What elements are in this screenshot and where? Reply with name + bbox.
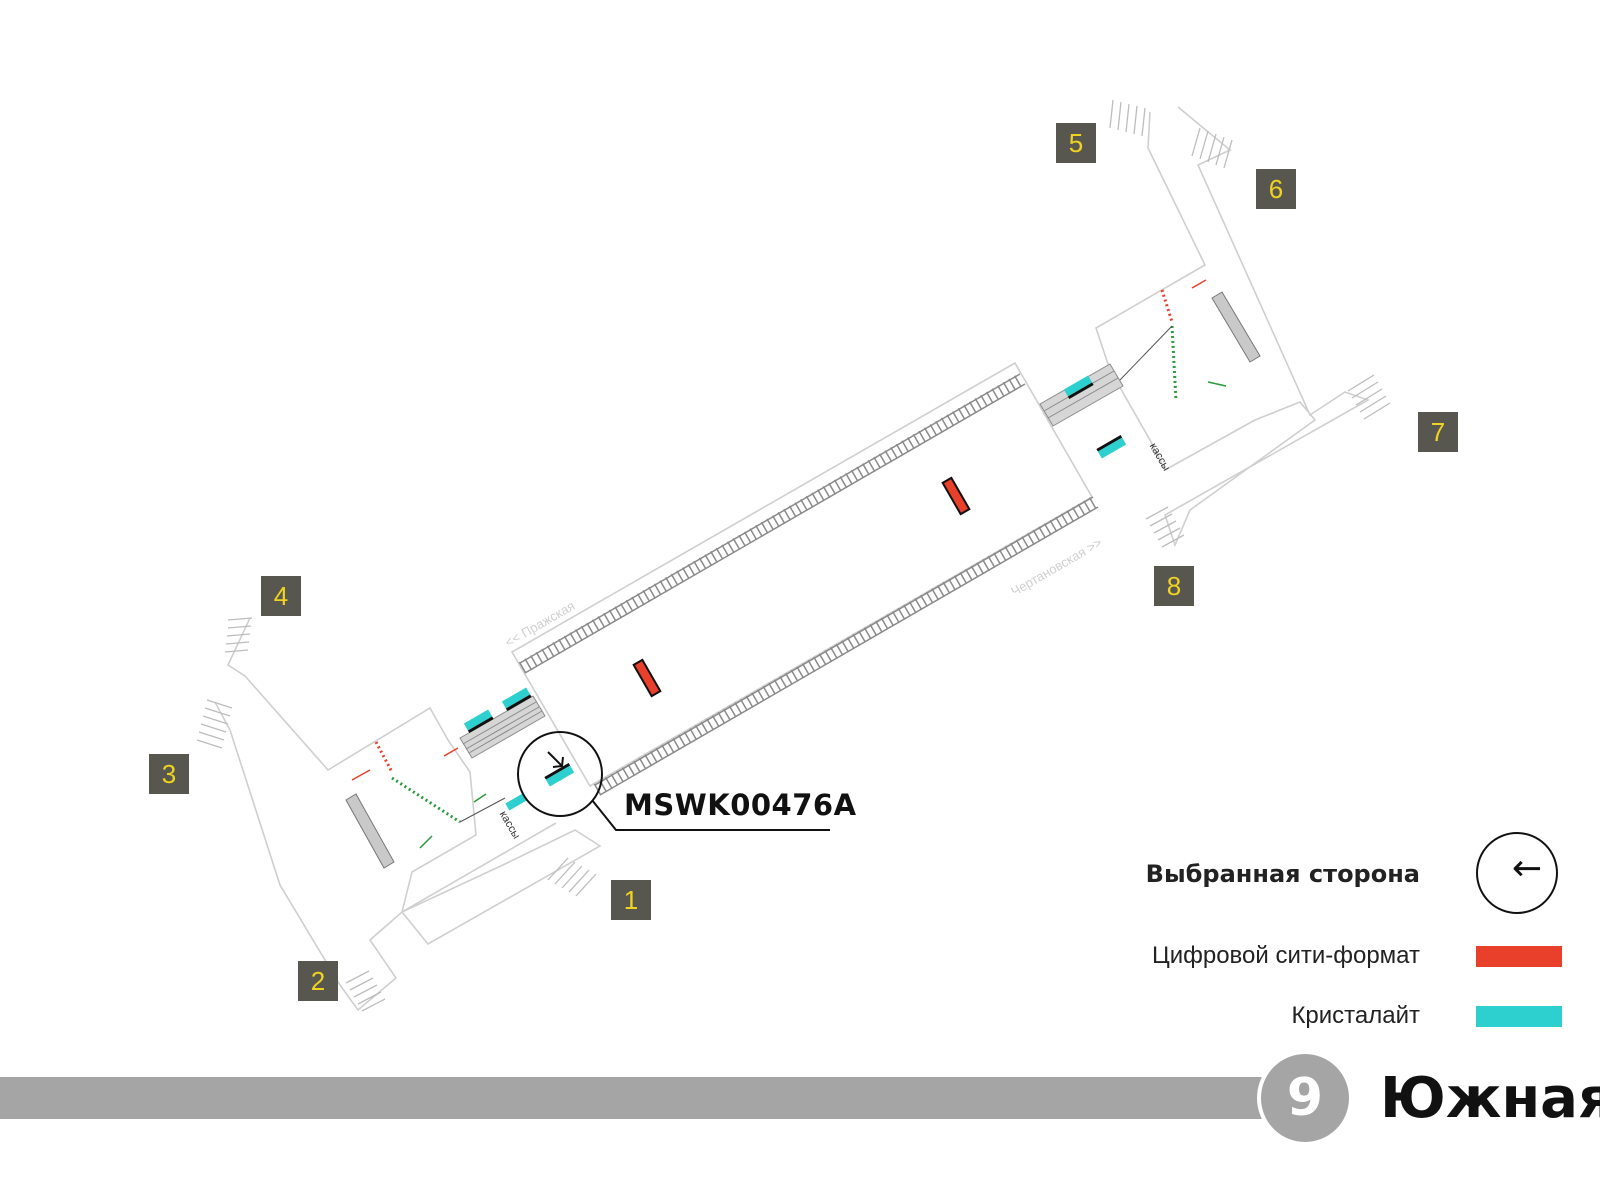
exit-badge-8: 8 <box>1154 566 1194 606</box>
stairs-exit-4 <box>224 617 253 653</box>
left-vestibule-outline <box>214 617 602 1012</box>
legend-swatch-crystal <box>1476 1006 1562 1027</box>
legend-selected-side: Выбранная сторона <box>1145 860 1420 888</box>
stairs <box>196 99 1391 1012</box>
crystal-light-panels <box>463 375 1127 811</box>
exit-badge-2: 2 <box>298 961 338 1001</box>
flow-arrows <box>351 279 1227 849</box>
exit-badge-1: 1 <box>611 880 651 920</box>
stairs-exit-8 <box>1145 506 1185 548</box>
metro-line-bar <box>0 1077 1262 1119</box>
turnstiles <box>374 289 1178 824</box>
station-name: Южная <box>1380 1066 1600 1131</box>
panel-code: MSWK00476A <box>624 788 857 822</box>
wall-right <box>1211 291 1261 363</box>
legend-digital-city-format: Цифровой сити-формат <box>1151 942 1420 969</box>
legend-crystal-light: Кристалайт <box>1291 1002 1420 1029</box>
exit-badge-6: 6 <box>1256 169 1296 209</box>
exit-badge-7: 7 <box>1418 412 1458 452</box>
stairs-exit-2 <box>345 970 386 1012</box>
selected-side-indicator: ← <box>1476 832 1558 914</box>
exit-badge-5: 5 <box>1056 123 1096 163</box>
right-vestibule-outline <box>1095 106 1370 548</box>
stairs-exit-7 <box>1347 374 1391 420</box>
track-upper <box>518 373 1026 674</box>
selected-panel-marker <box>517 731 830 831</box>
exit-badge-3: 3 <box>149 754 189 794</box>
left-rect-outline <box>401 822 557 913</box>
exit-badge-4: 4 <box>261 576 301 616</box>
stairs-exit-6 <box>1191 127 1233 169</box>
wall-left <box>345 793 395 869</box>
digital-city-format-panels <box>632 476 971 698</box>
track-lower <box>593 496 1099 796</box>
stairs-exit-5 <box>1109 99 1146 137</box>
line-number-badge: 9 <box>1257 1050 1353 1146</box>
stairs-exit-1 <box>547 857 597 897</box>
stairs-exit-3 <box>196 699 233 749</box>
escalator-right <box>1039 363 1124 427</box>
arrow-left-icon: ← <box>1512 848 1543 889</box>
legend-swatch-digital <box>1476 946 1562 967</box>
platform-outline <box>510 361 1094 788</box>
